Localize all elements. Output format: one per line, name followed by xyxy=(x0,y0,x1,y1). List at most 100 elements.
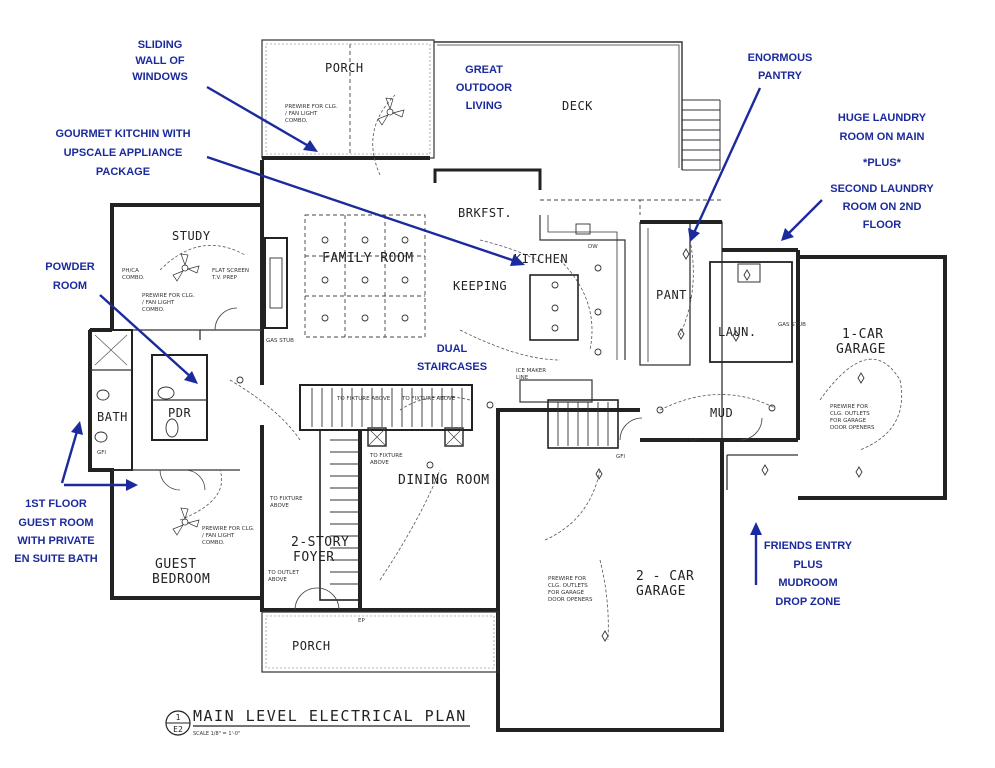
annotation-text: FRIENDS ENTRY xyxy=(764,540,853,552)
note: COMBO. xyxy=(202,540,225,546)
keeping-label: KEEPING xyxy=(453,279,507,293)
annotation-guest-room: 1ST FLOOR GUEST ROOM WITH PRIVATE EN SUI… xyxy=(14,498,98,565)
guest-label-line2: BEDROOM xyxy=(152,572,210,587)
note: COMBO. xyxy=(142,307,165,313)
note: PREWIRE FOR xyxy=(830,404,868,410)
note: GAS STUB xyxy=(778,322,806,328)
note: FLAT SCREEN xyxy=(212,268,249,274)
annotation-text: WITH PRIVATE xyxy=(17,535,94,547)
annotation-text: ROOM ON MAIN xyxy=(840,131,925,143)
mud-label: MUD xyxy=(710,406,733,420)
note: PREWIRE FOR CLG. xyxy=(202,526,255,532)
foyer-label-line2: FOYER xyxy=(293,550,335,565)
annotation-text: STAIRCASES xyxy=(417,361,487,373)
annotation-text: POWDER xyxy=(45,261,95,273)
annotation-text: MUDROOM xyxy=(778,577,837,589)
brkfst-label: BRKFST. xyxy=(458,206,512,220)
dining-room-label: DINING ROOM xyxy=(398,473,490,488)
electrical-wiring xyxy=(159,94,902,641)
deck-label: DECK xyxy=(562,99,593,113)
sheet-number-bottom: E2 xyxy=(173,725,183,734)
laundry-label: LAUN. xyxy=(718,325,757,339)
pantry-label: PANT. xyxy=(656,288,695,302)
note: FOR GARAGE xyxy=(830,418,867,424)
garage2-label-line2: GARAGE xyxy=(636,584,686,599)
ceiling-fan-icon xyxy=(377,97,405,126)
annotation-staircases: DUAL STAIRCASES xyxy=(417,343,487,373)
note: DOOR OPENERS xyxy=(830,425,875,431)
annotation-laundry: HUGE LAUNDRY ROOM ON MAIN *PLUS* SECOND … xyxy=(830,112,934,231)
annotation-text: PANTRY xyxy=(758,70,803,82)
title-block: 1 E2 MAIN LEVEL ELECTRICAL PLAN SCALE 1/… xyxy=(165,707,470,737)
note: GFI xyxy=(690,438,699,444)
annotation-text: UPSCALE APPLIANCE xyxy=(64,147,183,159)
bath-label: BATH xyxy=(97,410,128,424)
note: GAS STUB xyxy=(266,338,294,344)
note: TO FIXTURE ABOVE xyxy=(336,396,391,402)
annotation-text: DUAL xyxy=(437,343,468,355)
annotation-text: WINDOWS xyxy=(132,71,188,83)
garage-staircase xyxy=(547,399,619,449)
note: ABOVE xyxy=(270,503,289,509)
note: ICE MAKER xyxy=(516,368,546,374)
annotation-powder-room: POWDER ROOM xyxy=(45,261,95,292)
note: PREWIRE FOR CLG. xyxy=(285,104,338,110)
light-fixtures xyxy=(94,97,865,642)
deck-stairs xyxy=(682,109,720,161)
annotation-sliding-windows: SLIDING WALL OF WINDOWS xyxy=(132,39,188,83)
annotation-gourmet-kitchen: GOURMET KITCHIN WITH UPSCALE APPLIANCE P… xyxy=(55,128,190,178)
annotation-pantry: ENORMOUS PANTRY xyxy=(748,52,813,82)
garage1-label-line2: GARAGE xyxy=(836,342,886,357)
main-staircase xyxy=(311,388,463,427)
note: PH/CA xyxy=(122,268,139,274)
garage1-label-line1: 1-CAR xyxy=(842,327,884,342)
arrow-icon xyxy=(60,421,83,484)
note: TO FIXTURE xyxy=(369,453,403,459)
note: ABOVE xyxy=(268,577,287,583)
plumbing-fixtures xyxy=(94,223,591,443)
arrow-icon xyxy=(750,522,762,585)
electrical-notes: PREWIRE FOR CLG. / FAN LIGHT COMBO. PH/C… xyxy=(97,104,875,624)
plan-scale: SCALE 1/8" = 1'-0" xyxy=(193,731,240,737)
annotation-text: ROOM xyxy=(53,280,87,292)
annotation-text: PACKAGE xyxy=(96,166,150,178)
annotation-text: *PLUS* xyxy=(863,157,902,169)
note: CLG. OUTLETS xyxy=(548,583,588,589)
marketing-annotations: SLIDING WALL OF WINDOWS GOURMET KITCHIN … xyxy=(14,39,934,608)
foyer-label-line1: 2-STORY xyxy=(291,535,349,550)
note: PREWIRE FOR xyxy=(548,576,586,582)
arrow-icon xyxy=(206,85,318,152)
annotation-text: WALL OF xyxy=(135,55,185,67)
arrow-icon xyxy=(688,87,762,242)
note: T.V. PREP xyxy=(211,275,238,281)
annotation-text: HUGE LAUNDRY xyxy=(838,112,927,124)
annotation-text: GOURMET KITCHIN WITH xyxy=(55,128,190,140)
family-room-label: FAMILY ROOM xyxy=(322,251,414,266)
kitchen-label: KITCHEN xyxy=(514,252,568,266)
note: LINE xyxy=(516,375,529,381)
porch-back-label: PORCH xyxy=(325,61,364,75)
note: DOOR OPENERS xyxy=(548,597,593,603)
walls xyxy=(88,39,947,732)
annotation-friends-entry: FRIENDS ENTRY PLUS MUDROOM DROP ZONE xyxy=(764,540,853,608)
ceiling-fan-icon xyxy=(172,253,200,282)
arrow-icon xyxy=(781,199,823,241)
interior-walls xyxy=(89,205,793,673)
note: FOR GARAGE xyxy=(548,590,585,596)
family-room-ceiling xyxy=(304,214,426,338)
annotation-text: OUTDOOR xyxy=(456,82,512,94)
annotation-text: PLUS xyxy=(793,559,822,571)
note: / FAN LIGHT xyxy=(142,300,175,306)
note: TO OUTLET xyxy=(267,570,300,576)
arrow-icon xyxy=(99,294,198,384)
note: COMBO. xyxy=(285,118,308,124)
annotation-text: SECOND LAUNDRY xyxy=(830,183,934,195)
main-exterior-walls xyxy=(88,160,947,732)
annotation-text: LIVING xyxy=(466,100,503,112)
arrow-icon xyxy=(64,479,138,491)
annotation-outdoor-living: GREAT OUTDOOR LIVING xyxy=(456,64,512,112)
porch-front-label: PORCH xyxy=(292,639,331,653)
pdr-label: PDR xyxy=(168,406,191,420)
annotation-text: ENORMOUS xyxy=(748,52,813,64)
recessed-light-icon xyxy=(236,236,776,469)
